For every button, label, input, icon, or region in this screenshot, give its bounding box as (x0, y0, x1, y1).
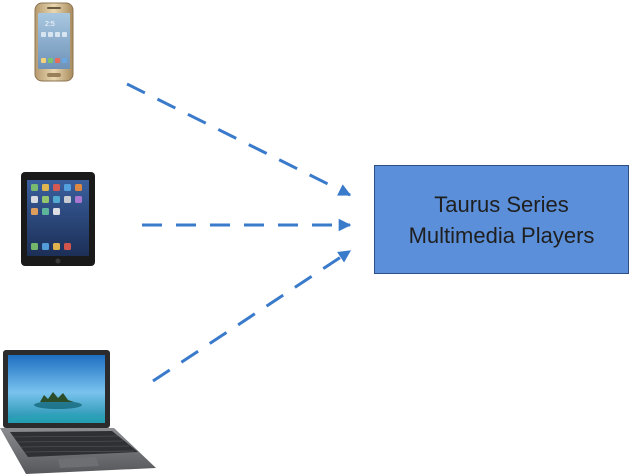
laptop-icon (0, 350, 156, 474)
tablet-icon (21, 172, 95, 266)
arrow-from-smartphone (126, 82, 352, 197)
arrow-from-laptop (152, 249, 352, 383)
target-label-line2: Multimedia Players (408, 222, 595, 248)
smartphone-icon: 2:5 (34, 2, 74, 82)
svg-text:2:5: 2:5 (45, 21, 55, 28)
taurus-player-box: Taurus Series Multimedia Players (374, 165, 629, 274)
target-label-line1: Taurus Series (434, 191, 569, 217)
